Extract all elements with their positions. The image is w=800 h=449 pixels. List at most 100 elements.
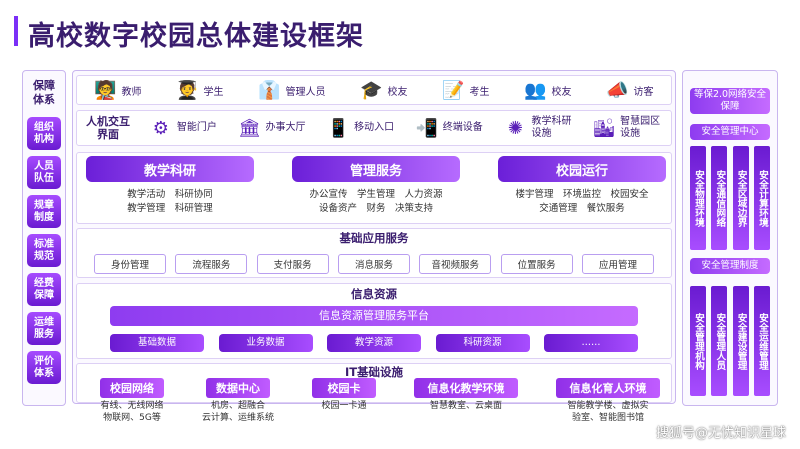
guarantee-item: 经费 保障 (27, 273, 61, 306)
guarantee-item: 人员 队伍 (27, 156, 61, 189)
user-item: 🎓校友 (360, 79, 407, 101)
security-pillar: 安全通信网络 (711, 146, 728, 250)
application-block: 教学科研教学活动 科研协同教学管理 科研管理 (86, 156, 254, 216)
application-desc: 教学活动 科研协同教学管理 科研管理 (86, 188, 254, 216)
interaction-item-label: 智能门户 (176, 122, 217, 133)
info-resource-item: 教学资源 (327, 334, 421, 352)
it-infra-desc: 智能教学楼、虚拟实 验室、智能图书馆 (567, 401, 649, 423)
application-desc-line: 教学管理 科研管理 (127, 203, 213, 214)
guarantee-item: 规章 制度 (27, 195, 61, 228)
security-pillar: 安全计算环境 (753, 146, 770, 250)
info-resource-item: 业务数据 (218, 334, 313, 352)
application-desc: 办公宣传 学生管理 人力资源设备资产 财务 决策支持 (292, 188, 460, 216)
info-resource-item: 基础数据 (110, 334, 204, 352)
interaction-item: 📱 移动入口 (327, 117, 394, 139)
application-header: 校园运行 (498, 156, 666, 182)
basic-services-label: 基础应用服务 (339, 231, 409, 245)
application-desc-line: 办公宣传 学生管理 人力资源 (309, 189, 443, 200)
it-infra-desc: 校园一卡通 (321, 401, 367, 411)
info-resource-item: …… (544, 334, 638, 352)
it-infra-desc: 智慧教室、云桌面 (429, 401, 502, 411)
user-label: 管理人员 (285, 86, 326, 98)
interaction-item-label: 移动入口 (354, 122, 395, 133)
interaction-item: 🏙智慧园区 设施 (593, 116, 660, 140)
security-pillar: 安全运维管理 (753, 286, 770, 396)
research-icon: ✺ (507, 117, 523, 139)
application-desc-line: 设备资产 财务 决策支持 (318, 203, 433, 214)
it-infra-block: 信息化教学环境智慧教室、云桌面 (413, 378, 518, 412)
it-infra-desc: 有线、无线网络 物联网、5G等 (100, 401, 164, 423)
security-pillar: 安全物理环境 (690, 146, 706, 250)
guarantee-item: 运维 服务 (27, 312, 61, 345)
basic-service-item: 消息服务 (337, 254, 410, 274)
user-label: 学生 (203, 86, 224, 98)
application-header: 教学科研 (86, 156, 254, 182)
application-block: 管理服务办公宣传 学生管理 人力资源设备资产 财务 决策支持 (292, 156, 460, 216)
basic-service-item: 身份管理 (94, 254, 166, 274)
visitor-icon: 📣 (606, 79, 629, 101)
basic-service-item: 音视频服务 (419, 254, 492, 274)
user-label: 教师 (121, 86, 142, 98)
application-desc-line: 楼宇管理 环境监控 校园安全 (515, 189, 649, 200)
it-infra-header: 校园网络 (100, 378, 164, 398)
security-system-label: 安全管理制度 (690, 258, 770, 274)
interaction-item: 🏛 办事大厅 (238, 117, 305, 139)
it-infra-desc: 机房、超融合 云计算、运维系统 (201, 401, 274, 423)
basic-service-item: 流程服务 (175, 254, 248, 274)
portal-icon: ⚙ (152, 117, 169, 139)
it-infra-header: 信息化育人环境 (555, 378, 660, 398)
security-pillar: 安全管理人员 (711, 286, 728, 396)
guarantee-item: 评价 体系 (27, 351, 61, 384)
user-label: 校友 (551, 86, 572, 98)
it-infra-header: 数据中心 (205, 378, 270, 398)
security-top-label: 等保2.0网络安全 保障 (690, 88, 770, 114)
hall-icon: 🏛 (238, 117, 261, 139)
application-header: 管理服务 (292, 156, 460, 182)
interaction-item: ⚙ 智能门户 (150, 117, 217, 139)
info-resources-label: 信息资源 (351, 287, 397, 301)
manager-icon: 👔 (258, 79, 281, 101)
interaction-item-label: 办事大厅 (265, 122, 306, 133)
user-item: 📝 考生 (442, 79, 490, 101)
users-row: 🧑‍🏫 教师 🧑‍🎓学生 👔 管理人员 🎓校友 📝 考生 👥 校友 📣访客 (76, 75, 672, 105)
user-item: 🧑‍🎓学生 (176, 79, 224, 101)
user-item: 📣访客 (606, 79, 653, 101)
interaction-item: 📲终端设备 (416, 117, 483, 139)
it-infra-header: 信息化教学环境 (413, 378, 518, 398)
user-label: 考生 (469, 86, 490, 98)
security-pillar: 安全管理机构 (690, 286, 706, 396)
mobile-icon: 📱 (326, 117, 350, 139)
basic-service-item: 支付服务 (256, 254, 329, 274)
teacher-icon: 🧑‍🏫 (94, 79, 117, 101)
it-infra-block: 校园卡校园一卡通 (311, 378, 376, 412)
user-item: 👔 管理人员 (258, 79, 326, 101)
alumni2-icon: 👥 (524, 79, 547, 101)
it-infra-block: 数据中心机房、超融合 云计算、运维系统 (202, 378, 274, 424)
campus-icon: 🏙 (592, 117, 616, 139)
application-block: 校园运行楼宇管理 环境监控 校园安全交通管理 餐饮服务 (498, 156, 666, 216)
title-accent-bar (14, 16, 18, 46)
application-desc-line: 交通管理 餐饮服务 (539, 203, 625, 214)
guarantee-column: 保障 体系 组织 机构人员 队伍规章 制度标准 规范经费 保障运维 服务评价 体… (22, 70, 66, 406)
it-infra-label: IT基础设施 (344, 365, 404, 379)
guarantee-item: 组织 机构 (27, 117, 61, 150)
it-infra-header: 校园卡 (311, 378, 376, 398)
examinee-icon: 📝 (442, 79, 465, 101)
security-center-label: 安全管理中心 (690, 124, 770, 140)
interaction-item-label: 智慧园区 设施 (620, 116, 661, 139)
security-pillar: 安全建设管理 (732, 286, 749, 396)
user-item: 👥 校友 (524, 79, 572, 101)
application-desc-line: 教学活动 科研协同 (127, 189, 213, 200)
it-infra-block: 校园网络有线、无线网络 物联网、5G等 (100, 378, 164, 424)
security-pillar: 安全区域边界 (732, 146, 749, 250)
basic-service-item: 位置服务 (500, 254, 573, 274)
info-platform-bar: 信息资源管理服务平台 (110, 306, 638, 326)
terminal-icon: 📲 (415, 117, 439, 139)
user-item: 🧑‍🏫 教师 (94, 79, 142, 101)
it-infra-block: 信息化育人环境智能教学楼、虚拟实 验室、智能图书馆 (555, 378, 660, 424)
interaction-item-label: 教学科研 设施 (531, 116, 572, 139)
watermark: 搜狐号@无忧知识星球 (655, 426, 786, 441)
page-title: 高校数字校园总体建设框架 (28, 21, 364, 52)
guarantee-item: 标准 规范 (27, 234, 61, 267)
guarantee-header: 保障 体系 (33, 79, 55, 106)
